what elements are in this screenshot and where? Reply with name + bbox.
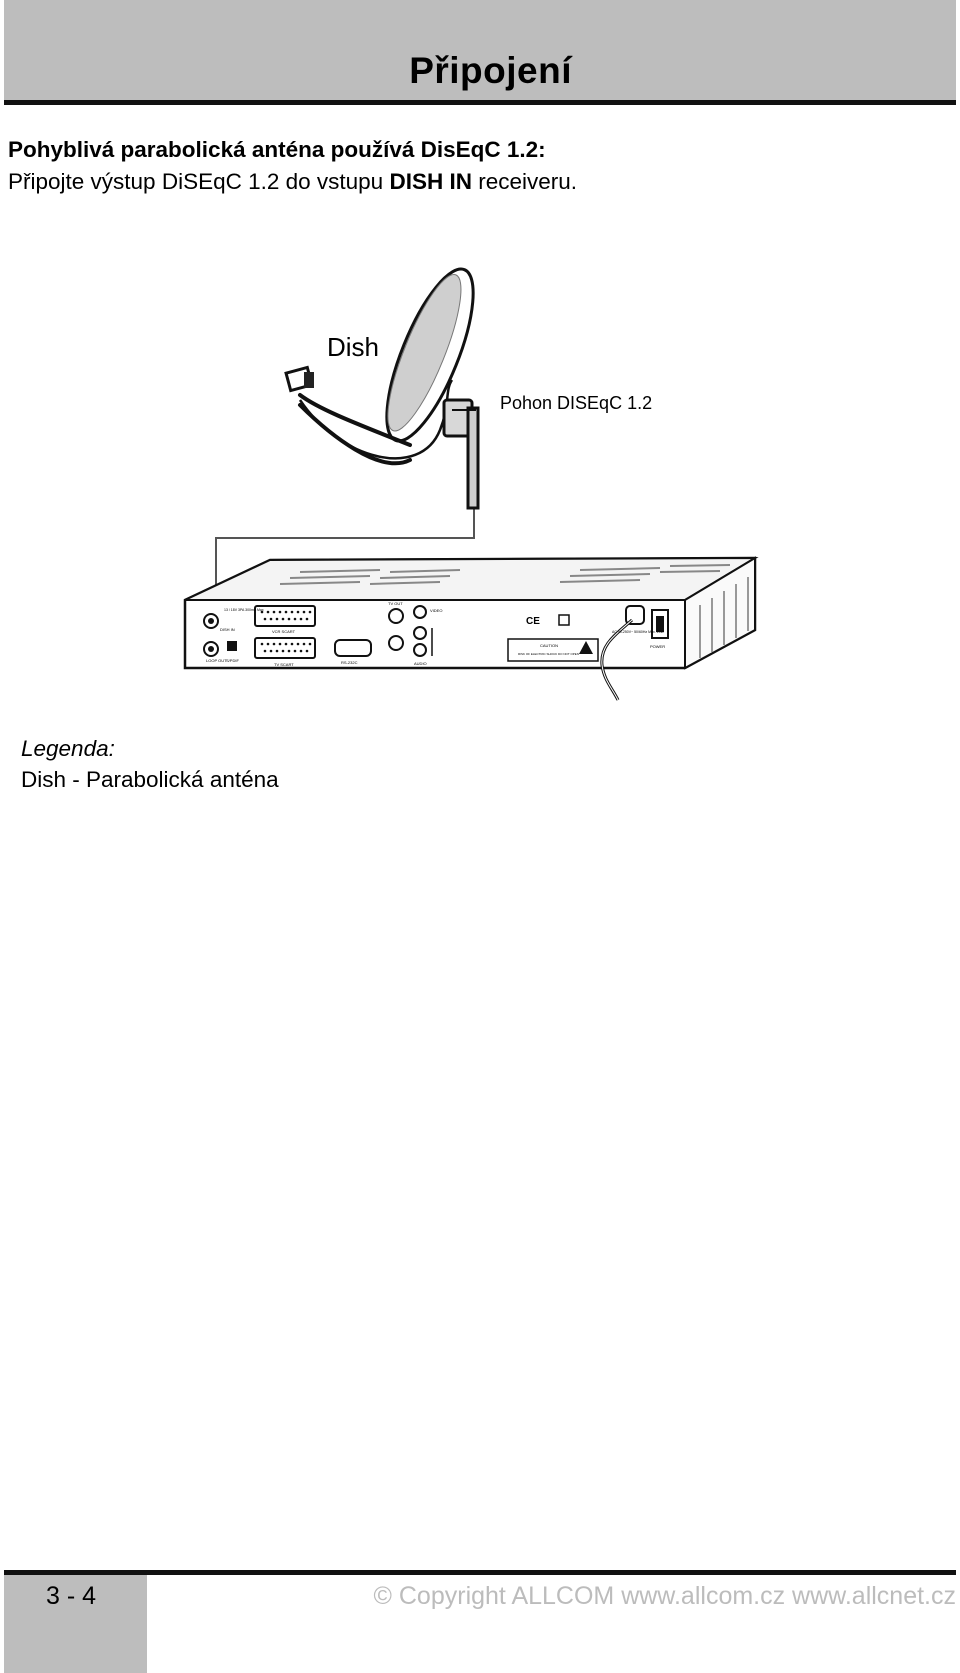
connection-diagram: Dish Pohon DISEqC 1.2 (183, 267, 759, 701)
intro-heading: Pohyblivá parabolická anténa používá Dis… (8, 137, 546, 162)
video-label: VIDEO (430, 608, 442, 613)
legend: Legenda: Dish - Parabolická anténa (21, 733, 279, 795)
power-label: POWER (650, 644, 665, 649)
tv-out-label: TV OUT (388, 601, 403, 606)
receiver-box (183, 556, 759, 670)
spdif-label: S/PDIF (226, 658, 239, 663)
antenna-in-port (388, 635, 404, 651)
class-ii-icon (558, 614, 570, 626)
caution-text: CAUTION (540, 643, 558, 648)
dish-in-label: DISH IN (220, 627, 235, 632)
coax-cable (215, 508, 475, 630)
lnb-cable (298, 379, 454, 460)
dish-mast (466, 406, 480, 510)
tv-out-port (388, 608, 404, 624)
lnb-power-label: 13 / 18V 3PA 300mA Max (224, 608, 264, 612)
footer-divider (4, 1570, 956, 1575)
dish-in-term: DISH IN (389, 169, 472, 194)
header-divider (4, 100, 956, 105)
header-band (4, 0, 956, 100)
page-number: 3 - 4 (46, 1582, 97, 1610)
caution-label (507, 638, 599, 662)
rs232-port (334, 639, 372, 657)
intro-text: Pohyblivá parabolická anténa používá Dis… (8, 134, 577, 198)
spdif-port (227, 641, 237, 651)
vcr-scart-label: VCR SCART (272, 629, 296, 634)
loop-out-label: LOOP OUT (206, 658, 227, 663)
ac-input-label: AC 90-250V~ 50/60Hz Max. 25W (612, 630, 665, 634)
tv-scart-label: TV SCART (274, 662, 294, 667)
ce-mark: CE (526, 616, 540, 627)
audio-r-port (413, 626, 427, 640)
intro-instruction: Připojte výstup DiSEqC 1.2 do vstupu DIS… (8, 166, 577, 198)
instruction-text-end: receiveru. (471, 169, 578, 194)
video-port (413, 605, 427, 619)
footer-page-box (4, 1575, 147, 1673)
warning-icon (579, 641, 593, 654)
page-title: Připojení (409, 50, 572, 91)
shock-text: RISK OF ELECTRIC SHOCK DO NOT OPEN (518, 652, 579, 656)
instruction-text-start: Připojte výstup DiSEqC 1.2 do vstupu (8, 169, 390, 194)
dish-label: Dish (327, 332, 379, 362)
legend-item-dish: Dish - Parabolická anténa (21, 767, 279, 792)
rs232-label: RS-232C (341, 660, 358, 665)
audio-l-port (413, 643, 427, 657)
audio-label: AUDIO (414, 661, 427, 666)
rear-panel: CAUTION RISK OF ELECTRIC SHOCK DO NOT OP… (203, 601, 669, 701)
vcr-scart-port (254, 605, 316, 627)
copyright-footer: © Copyright ALLCOM www.allcom.cz www.all… (373, 1582, 956, 1610)
legend-title: Legenda: (21, 736, 115, 761)
motor-label: Pohon DISEqC 1.2 (500, 393, 652, 413)
tv-scart-port (254, 637, 316, 659)
